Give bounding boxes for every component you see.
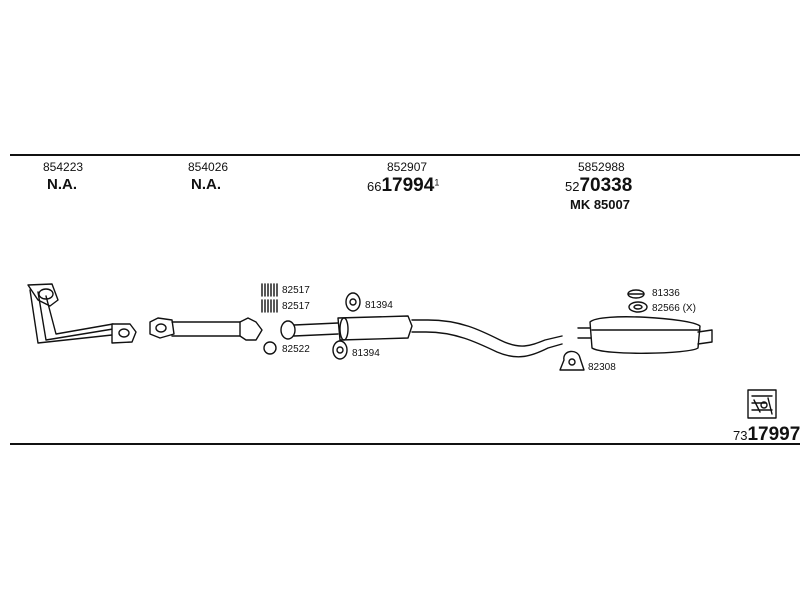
col3-code-main: 17994 (381, 175, 435, 196)
label-hanger-bottom: 81394 (352, 348, 380, 359)
col4-code: 5270338 (565, 175, 632, 197)
col2-part-number: 854026 (188, 160, 229, 174)
mount-82566 (628, 301, 648, 313)
kit-box-icon (747, 389, 777, 419)
label-mount-81336: 81336 (652, 288, 680, 299)
label-clamp-82517-top: 82517 (282, 285, 310, 296)
clamp-82517-top (261, 283, 278, 297)
kit-code-main: 17997 (747, 424, 800, 445)
col2-status: N.A. (191, 176, 221, 193)
col4-code-main: 70338 (579, 175, 633, 196)
label-bracket-82308: 82308 (588, 362, 616, 373)
rubber-hanger-bottom (332, 340, 348, 360)
label-hanger-top: 81394 (365, 300, 393, 311)
rubber-hanger-top (345, 292, 361, 312)
col3-part-number: 852907 (387, 160, 428, 174)
label-mount-82566: 82566 (X) (652, 303, 696, 314)
top-rule (10, 154, 800, 156)
clamp-82517-bottom (261, 299, 278, 313)
col4-mk-code: MK 85007 (570, 197, 630, 212)
col1-part-number: 854223 (43, 160, 84, 174)
rear-silencer (577, 316, 713, 354)
kit-code: 7317997 (733, 424, 800, 446)
col3-code-suffix: 1 (434, 177, 440, 188)
bottom-rule (10, 443, 800, 445)
middle-silencer-section (280, 315, 563, 358)
col4-code-prefix: 52 (565, 179, 580, 194)
kit-code-prefix: 73 (733, 428, 748, 443)
sealing-ring (263, 341, 277, 355)
col3-code: 66179941 (367, 175, 439, 197)
col4-part-number: 5852988 (578, 160, 625, 174)
front-pipe (27, 283, 137, 344)
bracket-82308 (559, 350, 585, 371)
label-ring-82522: 82522 (282, 344, 310, 355)
col1-status: N.A. (47, 176, 77, 193)
mount-81336 (627, 289, 645, 299)
intermediate-pipe (149, 317, 263, 341)
label-clamp-82517-bottom: 82517 (282, 301, 310, 312)
col3-code-prefix: 66 (367, 179, 382, 194)
